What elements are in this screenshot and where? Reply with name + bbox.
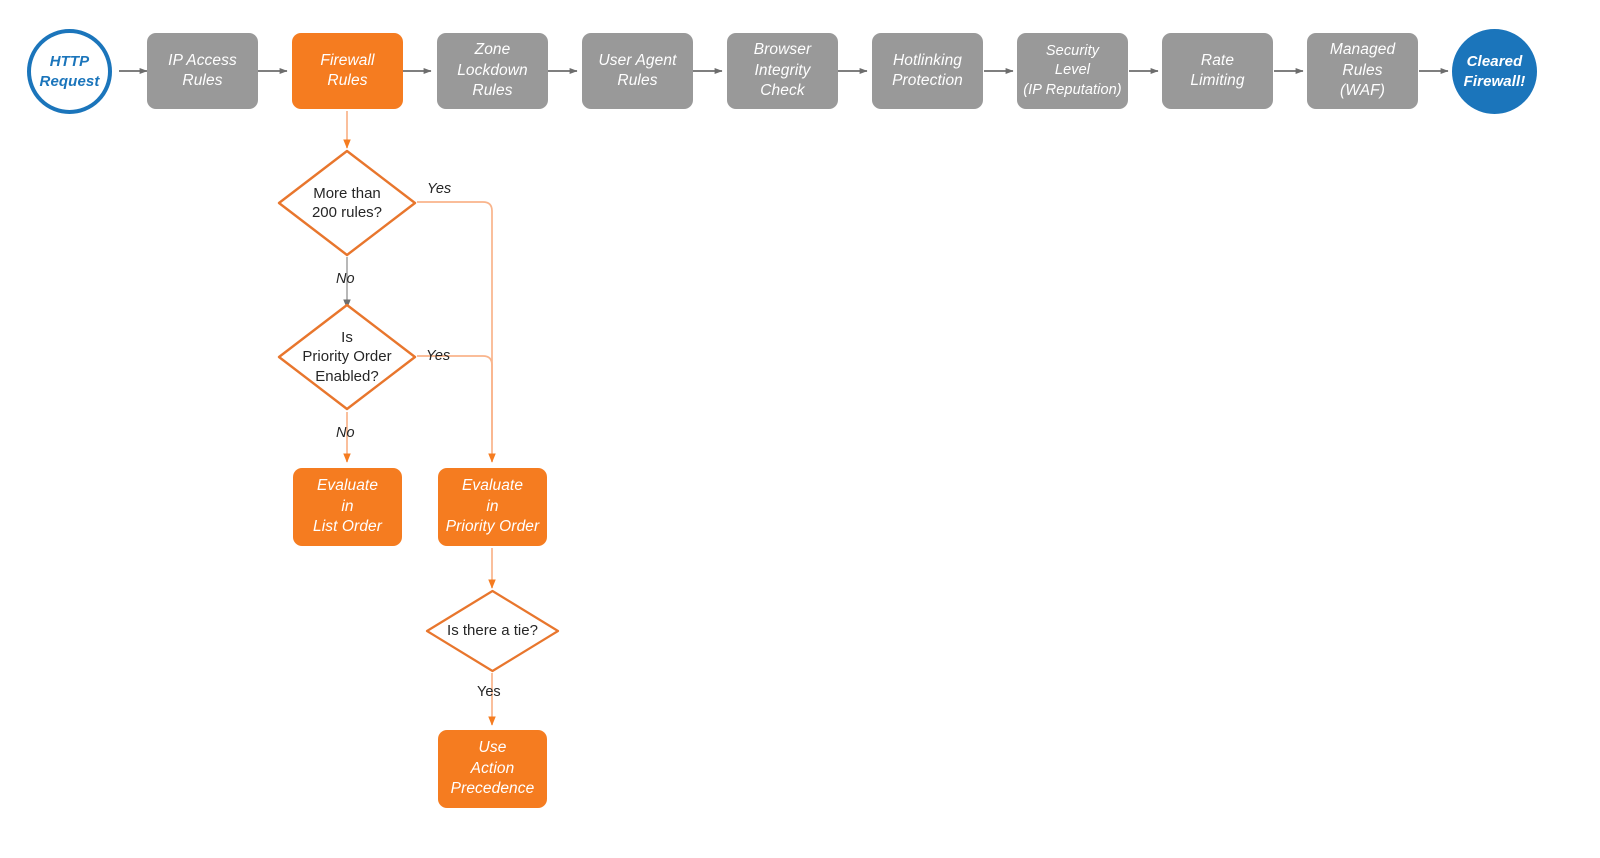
node-evaluate-in-priority-order-label: Evaluate in Priority Order: [445, 477, 540, 536]
node-evaluate-in-list-order-label: Evaluate in List Order: [312, 477, 383, 536]
node-browser-integrity-check-label: Browser Integrity Check: [753, 41, 812, 100]
decision-is-priority-order-enabled[interactable]: Is Priority Order Enabled?: [276, 302, 418, 412]
node-rate-limiting-label: Rate Limiting: [1190, 51, 1245, 89]
decision-is-priority-order-enabled-label: Is Priority Order Enabled?: [302, 328, 392, 385]
wire-priority-order-yes: [417, 355, 493, 440]
node-http-request[interactable]: HTTP Request: [27, 29, 112, 114]
node-cleared-firewall[interactable]: Cleared Firewall!: [1452, 29, 1537, 114]
diamond-shape-icon: [425, 589, 560, 673]
node-use-action-precedence[interactable]: Use Action Precedence: [438, 730, 547, 808]
edge-label-priority-order-yes: Yes: [426, 348, 451, 364]
node-user-agent-rules-label: User Agent Rules: [598, 51, 677, 89]
node-hotlinking-protection[interactable]: Hotlinking Protection: [872, 33, 983, 109]
node-cleared-firewall-label: Cleared Firewall!: [1463, 53, 1526, 90]
node-ip-access-rules[interactable]: IP Access Rules: [147, 33, 258, 109]
node-managed-rules-waf[interactable]: Managed Rules (WAF): [1307, 33, 1418, 109]
node-ip-access-rules-label: IP Access Rules: [168, 51, 237, 89]
node-security-level-label: Security Level (IP Reputation): [1023, 43, 1122, 98]
node-firewall-rules-label: Firewall Rules: [320, 51, 375, 89]
edge-label-more-than-200-yes: Yes: [427, 181, 452, 197]
edge-label-priority-order-no: No: [336, 425, 355, 441]
node-hotlinking-protection-label: Hotlinking Protection: [892, 51, 963, 89]
node-security-level[interactable]: Security Level (IP Reputation): [1017, 33, 1128, 109]
diamond-shape-icon: [277, 303, 417, 411]
node-http-request-label: HTTP Request: [39, 53, 100, 90]
node-browser-integrity-check[interactable]: Browser Integrity Check: [727, 33, 838, 109]
edge-label-more-than-200-no: No: [336, 271, 355, 287]
decision-is-there-a-tie[interactable]: Is there a tie?: [424, 588, 561, 674]
node-managed-rules-waf-label: Managed Rules (WAF): [1329, 41, 1396, 100]
node-zone-lockdown-rules[interactable]: Zone Lockdown Rules: [437, 33, 548, 109]
decision-more-than-200-rules-label: More than 200 rules?: [311, 184, 383, 222]
decision-more-than-200-rules[interactable]: More than 200 rules?: [276, 148, 418, 258]
decision-is-there-a-tie-label: Is there a tie?: [447, 622, 538, 640]
node-firewall-rules[interactable]: Firewall Rules: [292, 33, 403, 109]
edge-label-tie-yes: Yes: [477, 684, 501, 700]
wire-more-than-200-yes: [417, 201, 496, 463]
node-user-agent-rules[interactable]: User Agent Rules: [582, 33, 693, 109]
diamond-shape-icon: [277, 149, 417, 257]
node-evaluate-in-list-order[interactable]: Evaluate in List Order: [293, 468, 402, 546]
node-evaluate-in-priority-order[interactable]: Evaluate in Priority Order: [438, 468, 547, 546]
node-use-action-precedence-label: Use Action Precedence: [450, 739, 535, 798]
node-zone-lockdown-rules-label: Zone Lockdown Rules: [457, 41, 528, 100]
node-rate-limiting[interactable]: Rate Limiting: [1162, 33, 1273, 109]
